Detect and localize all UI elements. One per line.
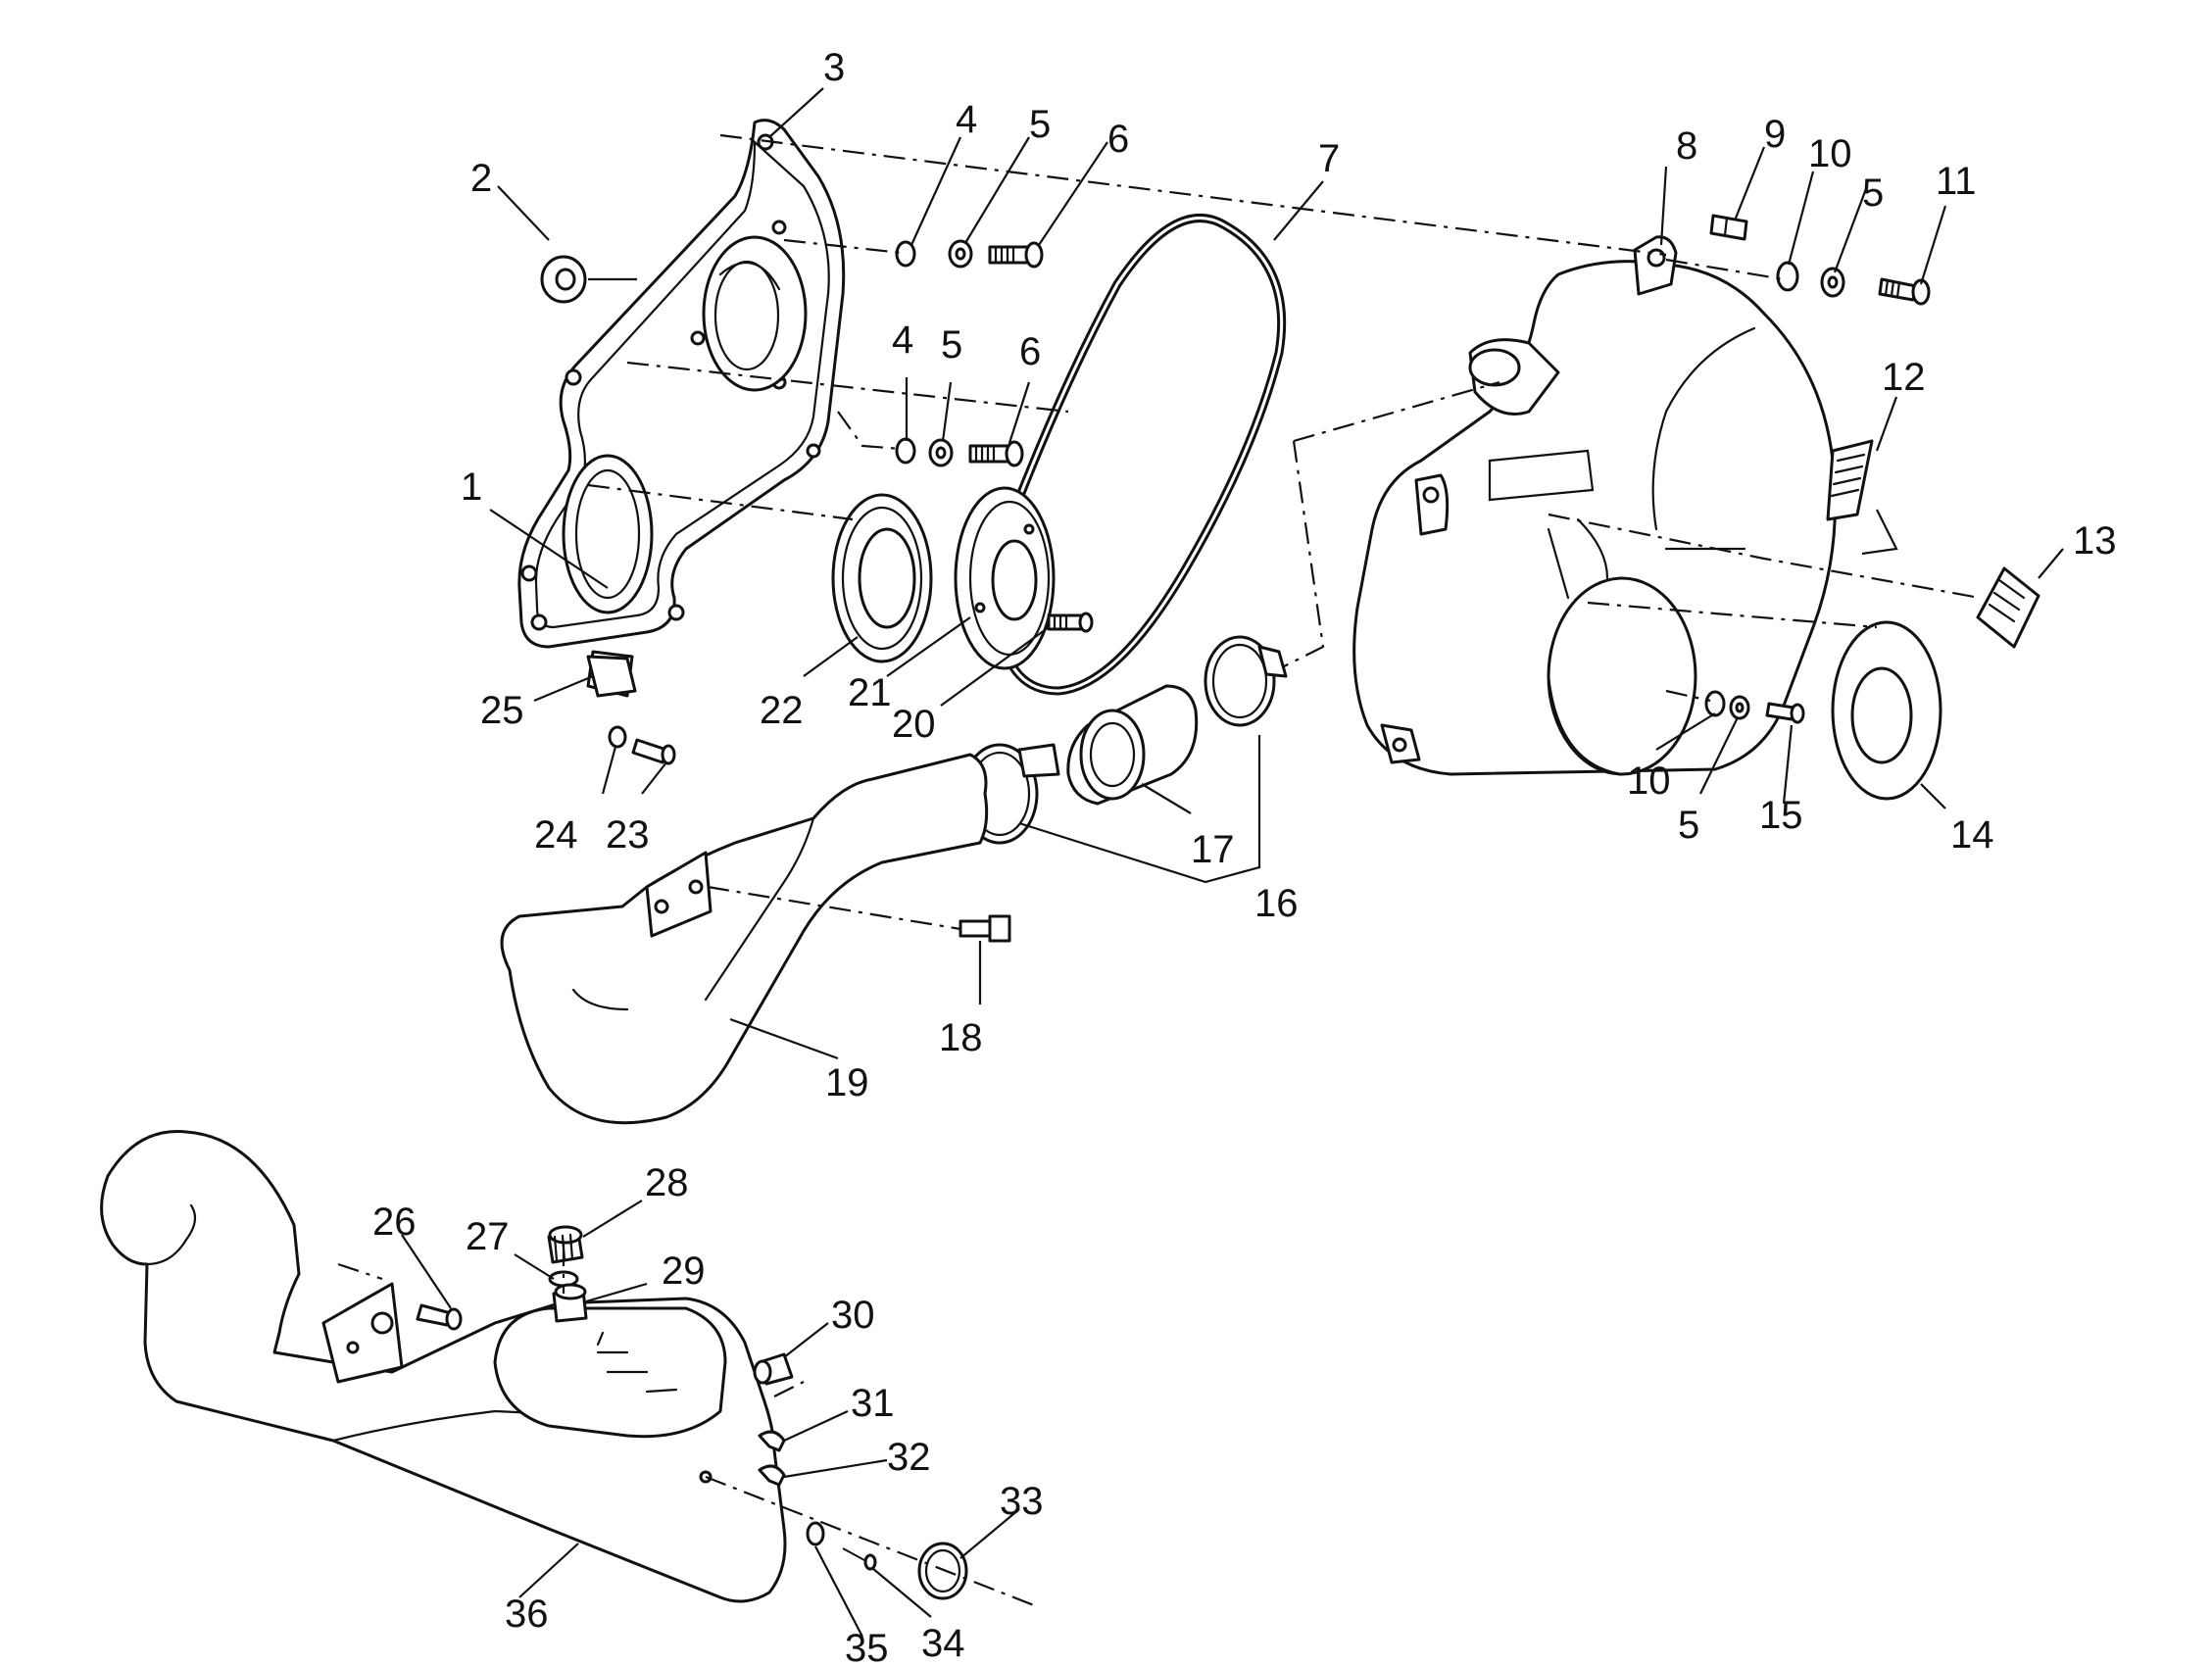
callout-4: 4 (956, 98, 977, 141)
bearing-plate (954, 486, 1056, 670)
callout-18: 18 (939, 1016, 983, 1059)
callout-6: 6 (1107, 118, 1129, 161)
callout-3: 3 (823, 46, 845, 89)
callout-5-lower: 5 (941, 323, 962, 367)
callout-22: 22 (760, 689, 804, 732)
callout-16: 16 (1254, 882, 1299, 925)
callout-10-lower: 10 (1627, 760, 1671, 803)
callout-36: 36 (505, 1592, 549, 1636)
callout-29: 29 (662, 1250, 706, 1293)
latch-clip (1709, 214, 1748, 241)
callout-2: 2 (470, 157, 492, 200)
callout-5-bottom: 5 (1678, 804, 1699, 847)
callout-15: 15 (1759, 794, 1803, 837)
cover-cap (1831, 620, 1942, 801)
assembly-lines (337, 133, 1981, 1609)
spacer-bushing (753, 1352, 794, 1386)
upper-right-bolt-set (1776, 261, 1931, 306)
callout-14: 14 (1950, 813, 1994, 857)
callout-31: 31 (851, 1382, 895, 1425)
seal-washer (540, 255, 587, 304)
callout-17: 17 (1191, 828, 1235, 871)
bracket-small (586, 655, 676, 765)
callout-34: 34 (921, 1622, 965, 1665)
rubber-sleeve (1066, 684, 1199, 806)
callout-7: 7 (1318, 137, 1340, 180)
callout-21: 21 (848, 671, 892, 714)
callout-6-lower: 6 (1019, 330, 1041, 373)
callout-23: 23 (606, 813, 650, 857)
upper-bolt-set (895, 239, 1044, 269)
nut (806, 1521, 825, 1546)
screw (842, 1547, 877, 1571)
callout-9: 9 (1764, 113, 1786, 156)
clip-lower (758, 1464, 786, 1487)
callout-35: 35 (845, 1627, 889, 1666)
callout-5: 5 (1029, 103, 1051, 146)
callout-5-right: 5 (1862, 172, 1884, 215)
callout-10: 10 (1808, 132, 1852, 175)
drive-belt (993, 214, 1287, 696)
inner-cover-plate (517, 119, 846, 698)
clip-upper (758, 1430, 786, 1452)
hose-clamp-right (1204, 635, 1288, 727)
lower-right-bolt-set (1704, 690, 1805, 724)
ring-clamp (917, 1542, 968, 1600)
callout-27: 27 (466, 1215, 510, 1258)
callout-20: 20 (892, 703, 936, 746)
callout-8: 8 (1676, 124, 1697, 168)
callout-13: 13 (2073, 519, 2117, 563)
callout-33: 33 (1000, 1480, 1044, 1523)
duct-bolt (959, 914, 1011, 943)
housing-bolt (416, 1303, 463, 1331)
bolt-small (1047, 612, 1094, 633)
callout-12: 12 (1882, 356, 1926, 399)
seal-ring (831, 493, 933, 663)
callout-28: 28 (645, 1161, 689, 1204)
callout-30: 30 (831, 1294, 875, 1337)
outer-clutch-cover (1352, 235, 1837, 776)
callout-11: 11 (1936, 160, 1977, 203)
callout-32: 32 (887, 1436, 931, 1479)
filler-cap (547, 1225, 588, 1323)
middle-bolt-set (895, 437, 1024, 467)
callout-numbers: 1 2 3 4 5 6 7 8 9 10 5 11 4 5 6 12 13 25… (372, 46, 2117, 1666)
callout-24: 24 (534, 813, 578, 857)
decal-strip (1826, 439, 1874, 521)
callout-25: 25 (480, 689, 524, 732)
callout-1: 1 (461, 466, 482, 509)
intake-duct (500, 753, 989, 1125)
callout-19: 19 (825, 1061, 869, 1104)
callout-4-lower: 4 (892, 318, 913, 362)
callout-26: 26 (372, 1200, 417, 1244)
decal-diamond (1976, 566, 2040, 649)
leader-lines (401, 87, 2064, 1638)
